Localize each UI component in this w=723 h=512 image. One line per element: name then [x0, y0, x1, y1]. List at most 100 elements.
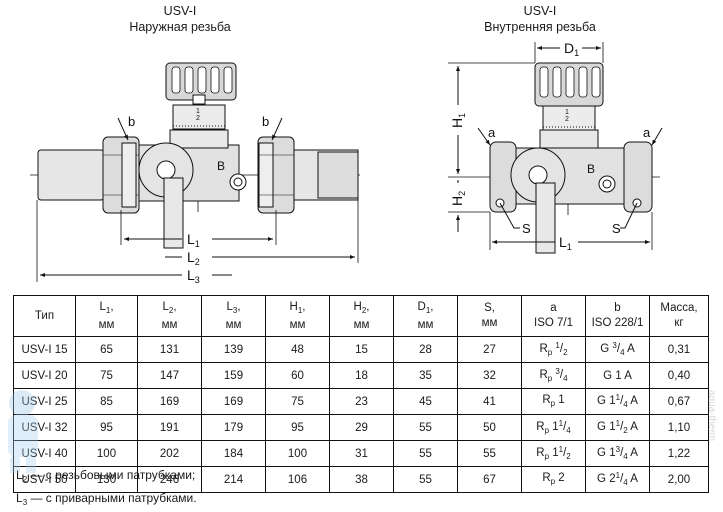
- cell-l2: 202: [137, 440, 202, 467]
- label-a-left: a: [488, 125, 496, 140]
- right-scale-ring: [542, 105, 596, 131]
- arrow-b-right: [271, 117, 283, 141]
- header-L2: L2,мм: [137, 295, 202, 337]
- cell-a: Rp 3/4: [521, 362, 586, 389]
- cell-mass: 0,40: [649, 362, 709, 389]
- cell-a: Rp 2: [521, 466, 586, 493]
- spec-table-header: Тип L1,мм L2,мм L3,мм H1,мм H2,мм D1,мм …: [13, 295, 709, 337]
- svg-text:1: 1: [196, 108, 200, 115]
- label-S-left: S: [522, 221, 531, 236]
- arrow-b-left: [117, 117, 129, 141]
- right-valve-drawing: 1 2 D1 H1 H2 a: [448, 40, 663, 254]
- cell-s: 55: [457, 440, 522, 467]
- cell-s: 67: [457, 466, 522, 493]
- note-L3: L3 — с приварными патрубками.: [16, 491, 197, 507]
- left-drawing-subtitle: Наружная резьба: [129, 20, 231, 34]
- label-H1: H1: [449, 113, 467, 128]
- header-L3: L3,мм: [201, 295, 266, 337]
- watermark-mascot-icon: [8, 390, 38, 473]
- cell-s: 27: [457, 336, 522, 363]
- cell-b: G 11/4 A: [585, 388, 650, 415]
- cell-d1: 35: [393, 362, 458, 389]
- cell-type: USV-I 15: [13, 336, 76, 363]
- cell-mass: 0,67: [649, 388, 709, 415]
- cell-l2: 191: [137, 414, 202, 441]
- cell-l3: 169: [201, 388, 266, 415]
- cell-l2: 169: [137, 388, 202, 415]
- cell-l2: 147: [137, 362, 202, 389]
- cell-b: G 21/4 A: [585, 466, 650, 493]
- label-B-left: B: [217, 159, 225, 173]
- right-shutoff-handle: [535, 182, 556, 254]
- left-drawing-title: USV-I: [163, 4, 197, 18]
- cell-l2: 246: [137, 466, 202, 493]
- header-H2: H2,мм: [329, 295, 394, 337]
- label-H2: H2: [449, 191, 467, 206]
- cell-d1: 55: [393, 440, 458, 467]
- cell-l3: 179: [201, 414, 266, 441]
- cell-b: G 1 A: [585, 362, 650, 389]
- cell-a: Rp 1: [521, 388, 586, 415]
- left-scale-ring: [172, 104, 226, 130]
- cell-l1: 100: [75, 440, 138, 467]
- cell-mass: 1,10: [649, 414, 709, 441]
- left-drain-plug: [229, 173, 247, 191]
- right-right-female-nut: [623, 141, 653, 213]
- cell-l2: 131: [137, 336, 202, 363]
- left-valve-drawing: 1 2 b b B: [30, 62, 360, 285]
- cell-type: USV-I 50: [13, 466, 76, 493]
- spec-table: Тип L1,мм L2,мм L3,мм H1,мм H2,мм D1,мм …: [13, 295, 709, 493]
- label-L1-right: L1: [559, 234, 572, 252]
- cell-l3: 214: [201, 466, 266, 493]
- label-L3: L3: [187, 267, 200, 285]
- cell-s: 41: [457, 388, 522, 415]
- cell-mass: 2,00: [649, 466, 709, 493]
- cell-a: Rp 11/2: [521, 440, 586, 467]
- cell-h2: 23: [329, 388, 394, 415]
- cell-b: G 3/4 A: [585, 336, 650, 363]
- cell-type: USV-I 32: [13, 414, 76, 441]
- header-D1: D1,мм: [393, 295, 458, 337]
- cell-l1: 75: [75, 362, 138, 389]
- label-B-right: B: [587, 162, 595, 176]
- header-type: Тип: [13, 295, 76, 337]
- right-drawing-subtitle: Внутренняя резьба: [484, 20, 596, 34]
- valve-drawings: 1 2 b b B: [30, 40, 663, 285]
- cell-l1: 85: [75, 388, 138, 415]
- cell-h2: 29: [329, 414, 394, 441]
- label-S-right: S: [612, 221, 621, 236]
- left-pipe-spigot: [37, 149, 105, 201]
- header-H1: H1,мм: [265, 295, 330, 337]
- cell-h1: 60: [265, 362, 330, 389]
- header-S: S,мм: [457, 295, 522, 337]
- left-drawing-caption: USV-I Наружная резьба: [60, 3, 300, 35]
- svg-text:2: 2: [565, 116, 569, 123]
- cell-mass: 1,22: [649, 440, 709, 467]
- cell-h2: 18: [329, 362, 394, 389]
- label-L2: L2: [187, 249, 200, 267]
- cell-d1: 55: [393, 466, 458, 493]
- cell-h1: 75: [265, 388, 330, 415]
- cell-h1: 100: [265, 440, 330, 467]
- label-D1: D1: [564, 40, 579, 58]
- cell-h2: 38: [329, 466, 394, 493]
- label-b-left: b: [128, 114, 135, 129]
- cell-l1: 95: [75, 414, 138, 441]
- header-L1: L1,мм: [75, 295, 138, 337]
- cell-b: G 13/4 A: [585, 440, 650, 467]
- cell-a: Rp 11/4: [521, 414, 586, 441]
- cell-h1: 95: [265, 414, 330, 441]
- header-mass: Масса,кг: [649, 295, 709, 337]
- cell-a: Rp 1/2: [521, 336, 586, 363]
- cell-s: 32: [457, 362, 522, 389]
- cell-h2: 31: [329, 440, 394, 467]
- right-drain-plug: [598, 175, 616, 193]
